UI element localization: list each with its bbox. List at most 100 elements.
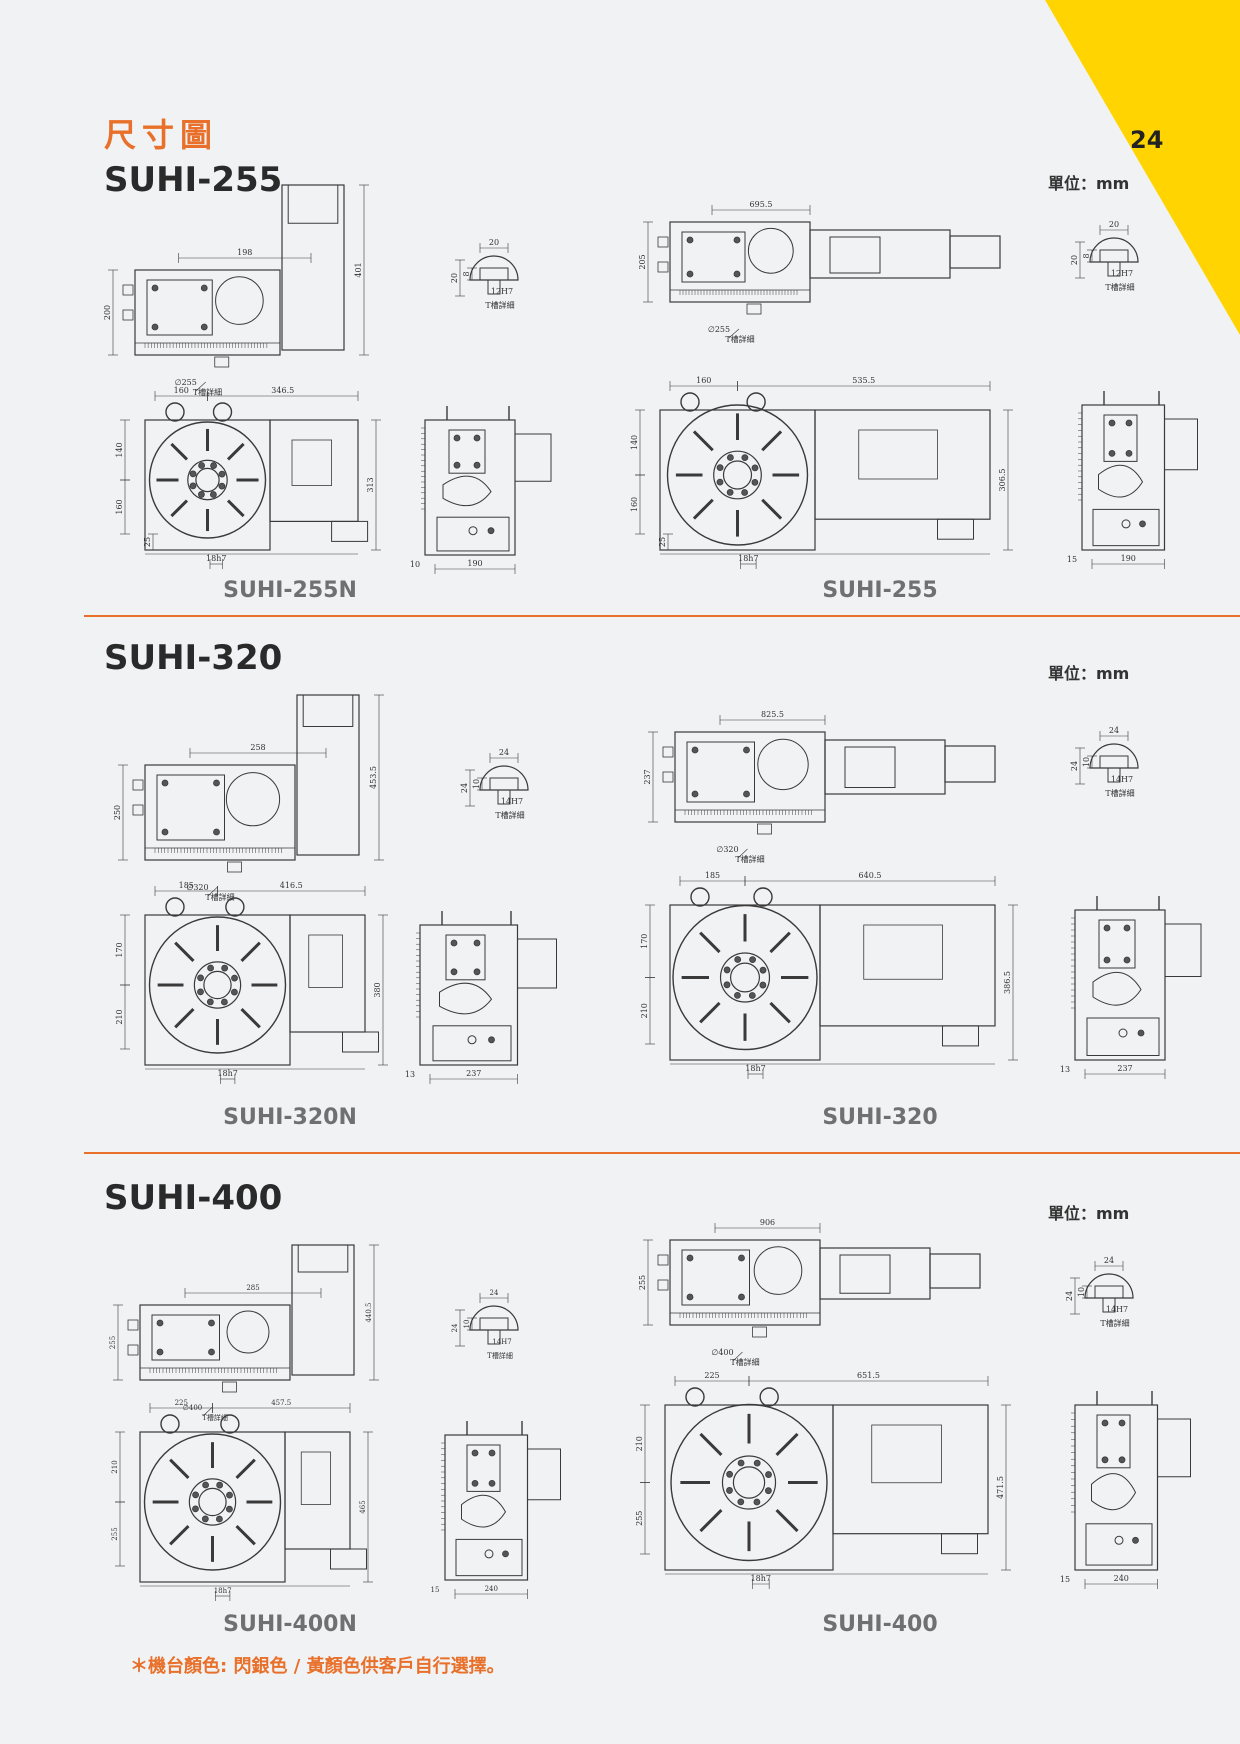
dimension-label: 170 [115,942,124,957]
dimension-label: 160 [115,499,124,514]
dimension-label: 20 [489,238,499,247]
section-title-suhi-255: SUHI-255 [104,160,283,200]
dimension-label: 250 [113,805,122,820]
slot-size-label: 14H7 [492,1338,511,1346]
dimension-label: 160 [696,376,711,385]
dimension-label: 24 [1109,726,1119,735]
dimension-label: 10 [1077,1287,1086,1297]
t-slot-detail-label: T槽詳細 [1105,282,1134,292]
dimension-label: 13 [405,1070,415,1079]
dimension-label: 240 [1114,1574,1129,1583]
dimension-label: 210 [111,1460,119,1473]
dimension-label: 346.5 [271,386,294,395]
dimension-label: 18h7 [217,1069,237,1078]
dimension-label: 255 [109,1336,117,1349]
dimension-label: 457.5 [271,1399,291,1407]
slot-size-label: 14H7 [1111,775,1133,784]
dimension-label: 210 [115,1009,124,1024]
slot-callout: T槽詳細 [202,1413,228,1422]
dimension-label: 24 [451,1323,459,1332]
dimension-label: 380 [373,982,382,997]
dimension-label: 24 [490,1289,499,1297]
dimension-label: 10 [463,1320,471,1329]
dimension-label: 18h7 [738,554,758,563]
dimension-label: 240 [485,1585,498,1593]
dimension-label: 8 [462,271,471,276]
slot-size-label: 12H7 [1111,269,1133,278]
diameter-label: ∅320 [186,883,208,892]
dimension-label: 15 [431,1586,440,1594]
dimension-label: 8 [1082,253,1091,258]
section-title-suhi-320: SUHI-320 [104,638,283,678]
section-divider-1 [84,615,1240,617]
dimension-label: 255 [111,1527,119,1540]
dimension-label: 535.5 [852,376,875,385]
dimension-label: 651.5 [857,1371,880,1380]
dimension-label: 906 [760,1218,775,1227]
dimension-label: 313 [366,477,375,492]
t-slot-detail-label: T槽詳細 [1100,1318,1129,1328]
t-slot-detail-label: T槽詳細 [485,300,514,310]
unit-label-2: 單位：mm [1048,664,1130,683]
slot-size-label: 12H7 [491,287,513,296]
dimension-label: 205 [638,254,647,269]
dimension-label: 24 [1070,761,1079,771]
slot-callout: T槽詳細 [735,854,764,864]
dimension-label: 225 [704,1371,719,1380]
dimension-label: 24 [1104,1256,1114,1265]
dimension-label: 10 [472,779,481,789]
dimension-label: 18h7 [745,1064,765,1073]
slot-callout: T槽詳細 [205,892,234,902]
dimension-label: 306.5 [998,469,1007,492]
dimension-label: 18h7 [214,1587,232,1595]
dimension-label: 825.5 [761,710,784,719]
caption-left-1: SUHI-255N [223,578,357,603]
dimension-label: 25 [143,537,152,547]
diameter-label: ∅255 [708,325,730,334]
slot-size-label: 14H7 [501,797,523,806]
dimension-label: 453.5 [369,766,378,789]
diameter-label: ∅255 [175,378,197,387]
dimension-label: 10 [1082,757,1091,767]
dimension-label: 237 [643,769,652,784]
dimension-label: 225 [175,1399,188,1407]
dimension-label: 160 [174,386,189,395]
dimension-label: 20 [450,273,459,283]
dimension-label: 18h7 [206,554,226,563]
dimension-label: 401 [354,262,363,277]
caption-right-3: SUHI-400 [822,1612,938,1637]
dimension-label: 440.5 [365,1302,373,1322]
dimension-label: 210 [635,1436,644,1451]
dimension-label: 160 [630,497,639,512]
t-slot-detail-label: T槽詳細 [487,1351,513,1360]
dimension-label: 255 [638,1275,647,1290]
section-title-suhi-400: SUHI-400 [104,1178,283,1218]
dimension-label: 465 [359,1500,367,1513]
page-header: 尺寸圖 [104,116,219,154]
dimension-label: 13 [1060,1065,1070,1074]
dimension-label: 258 [250,743,265,752]
dimension-label: 25 [658,537,667,547]
dimension-label: 18h7 [751,1574,771,1583]
t-slot-detail-label: T槽詳細 [495,810,524,820]
dimension-label: 695.5 [750,200,773,209]
unit-label-3: 單位：mm [1048,1204,1130,1223]
caption-left-2: SUHI-320N [223,1105,357,1130]
dimension-label: 20 [1109,220,1119,229]
